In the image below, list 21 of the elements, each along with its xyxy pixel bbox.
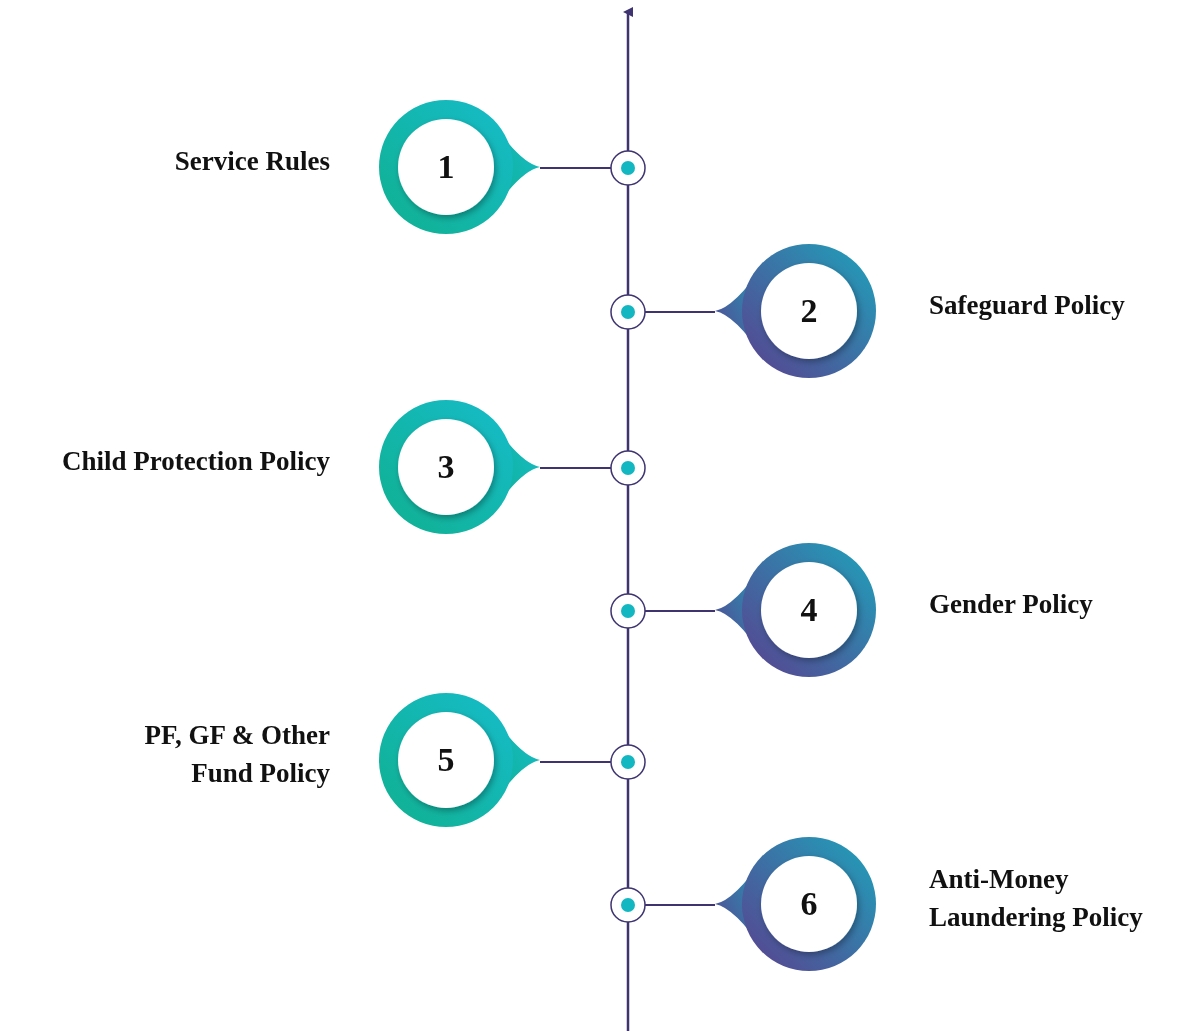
timeline-dot (610, 294, 646, 330)
step-label: Gender Policy (929, 588, 1093, 621)
step-label: Safeguard Policy (929, 289, 1125, 322)
step-label: Child Protection Policy (62, 445, 330, 478)
connector-line (539, 761, 612, 763)
connector-line (539, 467, 612, 469)
connector-line (539, 167, 612, 169)
step-number: 2 (800, 294, 818, 328)
step-label: Service Rules (174, 145, 330, 178)
timeline-dot (610, 150, 646, 186)
step-number: 6 (800, 887, 818, 921)
step-number: 1 (437, 150, 455, 184)
timeline-dot (610, 887, 646, 923)
timeline-dot (610, 744, 646, 780)
timeline-dot (610, 450, 646, 486)
step-number: 3 (437, 450, 455, 484)
step-label: Anti-Money Laundering Policy (929, 863, 1144, 934)
step-number: 4 (800, 593, 818, 627)
timeline-dot (610, 593, 646, 629)
step-label: PF, GF & Other Fund Policy (143, 719, 330, 790)
step-number: 5 (437, 743, 455, 777)
